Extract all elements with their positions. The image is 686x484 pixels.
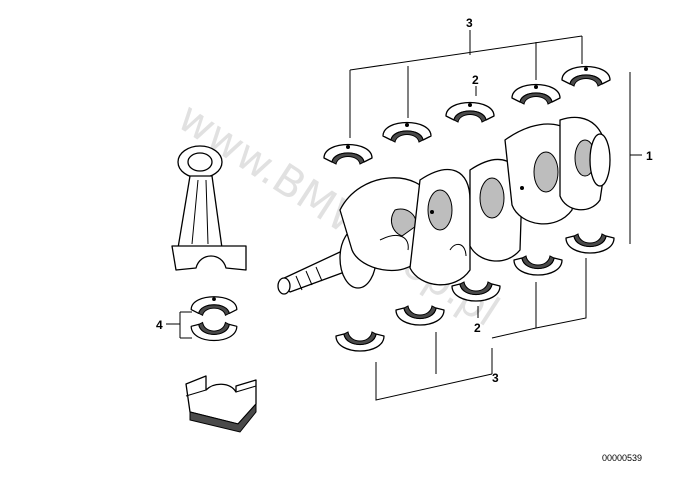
callout-3-bottom: 3 [492,371,499,385]
callout-1: 1 [646,149,653,163]
connecting-rod-icon [171,145,247,271]
document-number: 00000539 [602,453,642,463]
callout-2-top: 2 [472,73,479,87]
callout-4: 4 [156,318,163,332]
callout-3-top: 3 [466,16,473,30]
bearing-shell-pair-4 [190,296,238,342]
callout-2-bottom: 2 [474,321,481,335]
bearing-cap-icon [185,375,257,433]
leader-lines [166,30,642,401]
crankshaft-icon [277,116,611,295]
